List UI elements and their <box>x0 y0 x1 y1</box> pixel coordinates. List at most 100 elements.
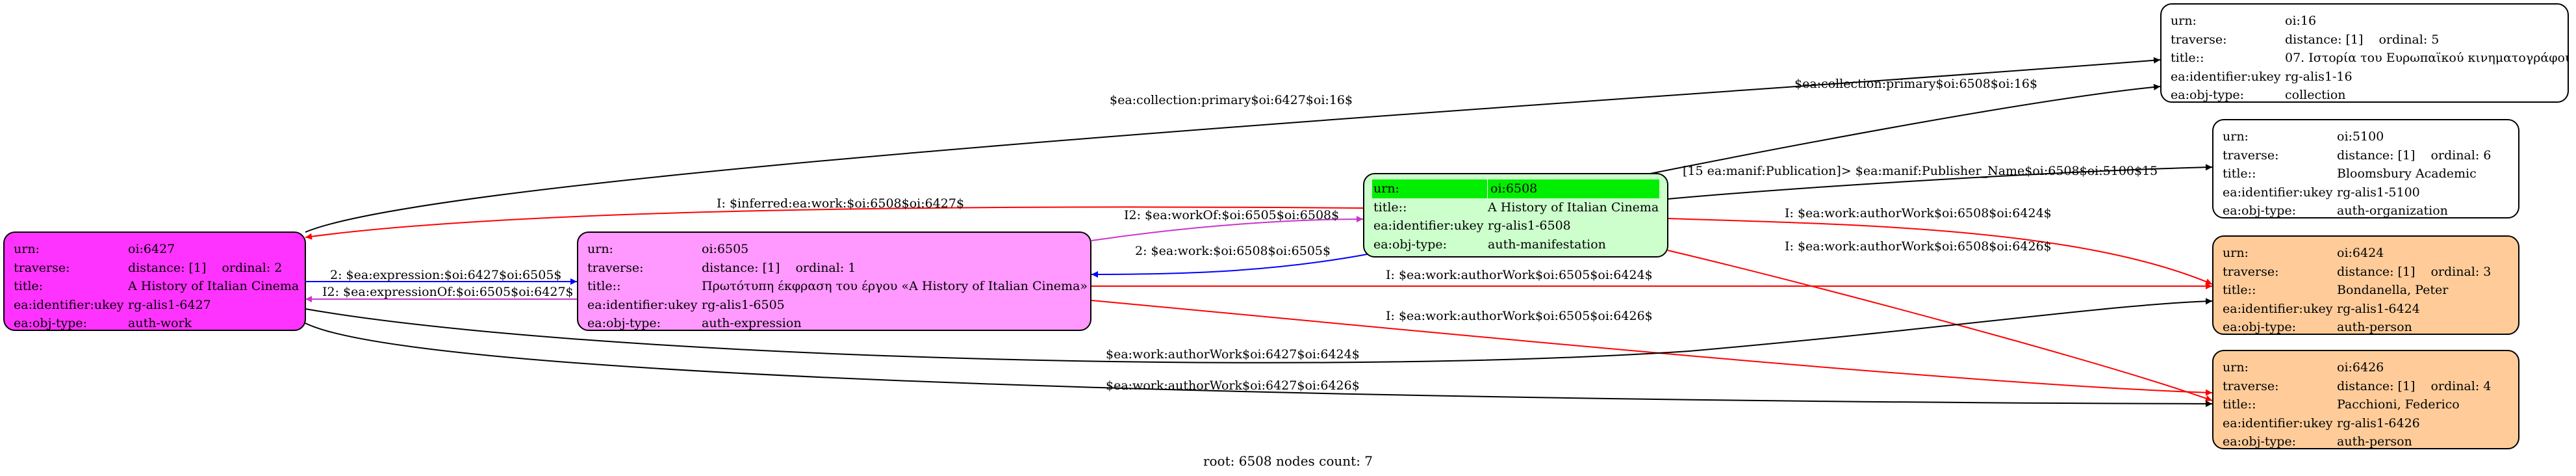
title-value: Bloomsbury Academic <box>2337 166 2477 181</box>
edge-label-author-6505-6424: I: $ea:work:authorWork$oi:6505$oi:6424$ <box>1386 268 1653 282</box>
edge-author-6508-6426 <box>1667 250 2213 402</box>
urn-value: oi:6426 <box>2337 360 2384 375</box>
traverse-label: traverse: <box>2223 148 2279 163</box>
node-oi-6424[interactable]: urn: oi:6424 traverse: distance: [1] ordina… <box>2212 235 2519 335</box>
graph-footer: root: 6508 nodes count: 7 <box>1203 453 1373 469</box>
obj-type-label: ea:obj-type: <box>2223 320 2297 334</box>
title-label: title:: <box>2223 397 2256 412</box>
edge-label-work-6508-6505: 2: $ea:work:$oi:6508$oi:6505$ <box>1135 244 1331 258</box>
title-label: title:: <box>2223 166 2256 181</box>
node-oi-6426[interactable]: urn: oi:6426 traverse: distance: [1] ordina… <box>2212 350 2519 449</box>
ukey-label: ea:identifier:ukey <box>14 297 124 312</box>
node-oi-6508[interactable]: urn:oi:6508 title::A History of Italian … <box>1363 173 1668 258</box>
ukey-value: rg-alis1-6505 <box>702 297 785 312</box>
edge-author-6427-6426 <box>305 323 2213 407</box>
urn-value: oi:6508 <box>1490 181 1538 196</box>
edge-label-author-6427-6424: $ea:work:authorWork$oi:6427$oi:6424$ <box>1106 347 1360 362</box>
edge-label-expression: 2: $ea:expression:$oi:6427$oi:6505$ <box>330 268 562 282</box>
node-oi-6505[interactable]: urn:oi:6505 traverse:distance: [1]ordina… <box>577 231 1091 331</box>
ordinal-value: ordinal: 5 <box>2378 32 2440 47</box>
urn-label: urn: <box>2223 129 2249 144</box>
edge-label-collection-6427: $ea:collection:primary$oi:6427$oi:16$ <box>1110 93 1353 107</box>
edge-collection-6427-16 <box>305 57 2161 233</box>
ukey-value: rg-alis1-6426 <box>2337 416 2420 430</box>
obj-type-label: ea:obj-type: <box>2223 204 2297 218</box>
traverse-label: traverse: <box>2223 378 2279 393</box>
ukey-value: rg-alis1-16 <box>2285 69 2353 84</box>
urn-value: oi:6505 <box>702 242 749 256</box>
ukey-value: rg-alis1-6508 <box>1488 218 1571 233</box>
edge-label-author-6508-6426: I: $ea:work:authorWork$oi:6508$oi:6426$ <box>1785 239 2052 254</box>
ukey-label: ea:identifier:ukey <box>2223 185 2333 200</box>
traverse-label: traverse: <box>2171 32 2227 47</box>
obj-type-label: ea:obj-type: <box>1373 237 1447 252</box>
urn-value: oi:16 <box>2285 14 2317 28</box>
obj-type-value: auth-manifestation <box>1488 237 1606 252</box>
ordinal-value: ordinal: 4 <box>2430 378 2492 393</box>
title-label: title:: <box>2223 283 2256 297</box>
edge-label-publisher: [15 ea:manif:Publication]> $ea:manif:Pub… <box>1683 164 2158 178</box>
ukey-label: ea:identifier:ukey <box>2223 416 2333 430</box>
edge-author-6427-6424 <box>305 298 2213 364</box>
ukey-value: rg-alis1-5100 <box>2337 185 2420 200</box>
urn-label: urn: <box>2171 14 2197 28</box>
ukey-label: ea:identifier:ukey <box>587 297 698 312</box>
urn-label: urn: <box>1373 179 1488 198</box>
urn-value: oi:6427 <box>128 242 175 256</box>
title-value: Pacchioni, Federico <box>2337 397 2460 412</box>
distance-value: distance: [1] <box>2337 378 2416 393</box>
edge-label-inferred-work: I: $inferred:ea:work:$oi:6508$oi:6427$ <box>717 196 965 211</box>
traverse-label: traverse: <box>2223 264 2279 279</box>
title-label: title:: <box>1373 200 1407 215</box>
ukey-label: ea:identifier:ukey <box>2223 301 2333 316</box>
title-value: Πρωτότυπη έκφραση του έργου «A History o… <box>702 279 1088 293</box>
ukey-value: rg-alis1-6424 <box>2337 301 2420 316</box>
distance-value: distance: [1] <box>2285 32 2364 47</box>
obj-type-label: ea:obj-type: <box>2171 88 2245 102</box>
edge-work-6508-6505 <box>1091 253 1371 278</box>
ordinal-value: ordinal: 6 <box>2430 148 2492 163</box>
ukey-value: rg-alis1-6427 <box>128 297 211 312</box>
distance-value: distance: [1] <box>2337 264 2416 279</box>
obj-type-value: auth-person <box>2337 434 2412 449</box>
node-oi-6427[interactable]: urn:oi:6427 traverse:distance: [1]ordina… <box>3 231 306 331</box>
title-label: title:: <box>587 279 621 293</box>
distance-value: distance: [1] <box>2337 148 2416 163</box>
obj-type-label: ea:obj-type: <box>2223 434 2297 449</box>
obj-type-value: auth-expression <box>702 316 802 330</box>
node-oi-16[interactable]: urn: oi:16 traverse: distance: [1] ordinal:… <box>2160 3 2569 103</box>
ordinal-value: ordinal: 2 <box>222 260 283 275</box>
ordinal-value: ordinal: 3 <box>2430 264 2492 279</box>
obj-type-label: ea:obj-type: <box>14 316 88 330</box>
title-label: title:: <box>2171 51 2204 65</box>
title-value: A History of Italian Cinema <box>1488 200 1659 215</box>
urn-label: urn: <box>2223 360 2249 375</box>
distance-value: distance: [1] <box>128 260 207 275</box>
distance-value: distance: [1] <box>702 260 780 275</box>
edge-label-workof: I2: $ea:workOf:$oi:6505$oi:6508$ <box>1124 208 1340 222</box>
edge-label-author-6505-6426: I: $ea:work:authorWork$oi:6505$oi:6426$ <box>1386 309 1653 323</box>
title-value: Bondanella, Peter <box>2337 283 2449 297</box>
edge-label-author-6427-6426: $ea:work:authorWork$oi:6427$oi:6426$ <box>1106 378 1360 393</box>
obj-type-value: auth-organization <box>2337 204 2448 218</box>
edge-label-expressionof: I2: $ea:expressionOf:$oi:6505$oi:6427$ <box>322 285 574 299</box>
edge-workof-6505-6508 <box>1091 216 1364 241</box>
obj-type-label: ea:obj-type: <box>587 316 661 330</box>
obj-type-value: collection <box>2285 88 2346 102</box>
edge-author-6508-6424 <box>1667 218 2213 285</box>
title-value: 07. Ιστορία του Ευρωπαϊκού κινηματογράφο… <box>2285 51 2569 65</box>
edge-inferred-work-6508-6427 <box>305 206 1364 240</box>
obj-type-value: auth-work <box>128 316 192 330</box>
edge-label-author-6508-6424: I: $ea:work:authorWork$oi:6508$oi:6424$ <box>1785 206 2052 220</box>
node-oi-5100[interactable]: urn:oi:5100 traverse:distance: [1]ordina… <box>2212 119 2519 218</box>
urn-value: oi:6424 <box>2337 246 2384 260</box>
edge-label-collection-6508: $ea:collection:primary$oi:6508$oi:16$ <box>1794 77 2038 91</box>
title-label: title: <box>14 279 44 293</box>
urn-label: urn: <box>2223 246 2249 260</box>
edge-publisher-6508-5100 <box>1667 164 2213 200</box>
edge-author-6505-6426 <box>1091 300 2213 396</box>
ukey-label: ea:identifier:ukey <box>1373 218 1484 233</box>
edge-collection-6508-16 <box>1640 83 2161 176</box>
obj-type-value: auth-person <box>2337 320 2412 334</box>
